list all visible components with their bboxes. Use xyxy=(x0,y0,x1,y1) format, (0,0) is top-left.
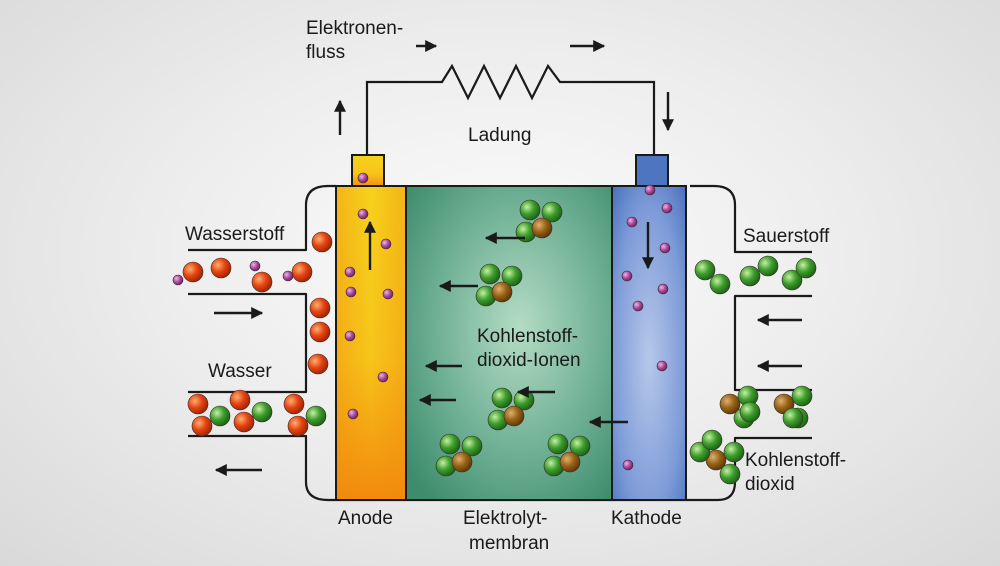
electron xyxy=(632,300,644,312)
hydrogen-atom xyxy=(191,415,213,437)
electron xyxy=(622,459,634,471)
oxygen-atom xyxy=(782,407,804,429)
electron xyxy=(344,330,356,342)
label-hydrogen: Wasserstoff xyxy=(185,224,285,245)
electron xyxy=(344,266,356,278)
oxygen-atom xyxy=(723,441,745,463)
electron xyxy=(249,260,261,272)
hydrogen-atom xyxy=(210,257,232,279)
electron xyxy=(345,286,357,298)
hydrogen-atom xyxy=(311,231,333,253)
hydrogen-atom xyxy=(291,261,313,283)
carbon-atom xyxy=(491,281,513,303)
electron xyxy=(626,216,638,228)
oxygen-atom xyxy=(709,273,731,295)
label-oxygen: Sauerstoff xyxy=(743,226,830,247)
carbon-atom xyxy=(503,405,525,427)
label-cathode: Kathode xyxy=(611,508,682,529)
electron xyxy=(657,283,669,295)
electron xyxy=(656,360,668,372)
oxygen-atom xyxy=(547,433,569,455)
oxygen-atom xyxy=(209,405,231,427)
oxygen-atom xyxy=(501,265,523,287)
electron xyxy=(382,288,394,300)
electron xyxy=(347,408,359,420)
label-electron-flow-2: fluss xyxy=(306,42,345,63)
carbon-atom xyxy=(451,451,473,473)
label-load: Ladung xyxy=(468,125,531,146)
electron xyxy=(282,270,294,282)
oxygen-atom xyxy=(569,435,591,457)
label-co2-2: dioxid xyxy=(745,474,795,495)
electron xyxy=(661,202,673,214)
carbon-atom xyxy=(559,451,581,473)
oxygen-atom xyxy=(541,201,563,223)
arrows xyxy=(214,40,802,476)
oxygen-atom xyxy=(701,429,723,451)
electron xyxy=(659,242,671,254)
hydrogen-atom xyxy=(283,393,305,415)
oxygen-atom xyxy=(791,385,813,407)
oxygen-atom xyxy=(461,435,483,457)
hydrogen-atom xyxy=(307,353,329,375)
hydrogen-atom xyxy=(309,297,331,319)
oxygen-atom xyxy=(719,463,741,485)
electron xyxy=(644,184,656,196)
label-carbonate-ions-2: dioxid-Ionen xyxy=(477,350,581,371)
oxygen-atom xyxy=(479,263,501,285)
hydrogen-atom xyxy=(251,271,273,293)
oxygen-atom xyxy=(757,255,779,277)
oxygen-atom xyxy=(781,269,803,291)
electron xyxy=(172,274,184,286)
oxygen-atom xyxy=(305,405,327,427)
electron xyxy=(380,238,392,250)
electron xyxy=(357,172,369,184)
carbon-atom xyxy=(719,393,741,415)
hydrogen-atom xyxy=(229,389,251,411)
oxygen-atom xyxy=(519,199,541,221)
hydrogen-atom xyxy=(187,393,209,415)
oxygen-atom xyxy=(795,257,817,279)
label-co2: Kohlenstoff- xyxy=(745,450,846,471)
oxygen-atom xyxy=(251,401,273,423)
oxygen-atom xyxy=(491,387,513,409)
circuit-wire xyxy=(365,63,656,155)
label-membrane-2: membran xyxy=(469,533,549,554)
label-membrane: Elektrolyt- xyxy=(463,508,547,529)
oxygen-atom xyxy=(439,433,461,455)
electron xyxy=(621,270,633,282)
label-anode: Anode xyxy=(338,508,393,529)
oxygen-atom xyxy=(694,259,716,281)
hydrogen-atom xyxy=(287,415,309,437)
label-water: Wasser xyxy=(208,361,272,382)
electron xyxy=(357,208,369,220)
label-electron-flow: Elektronen- xyxy=(306,18,403,39)
hydrogen-atom xyxy=(233,411,255,433)
oxygen-atom xyxy=(739,265,761,287)
carbon-atom xyxy=(531,217,553,239)
particles xyxy=(172,172,817,485)
cathode-terminal xyxy=(635,154,669,189)
hydrogen-atom xyxy=(309,321,331,343)
electron xyxy=(377,371,389,383)
hydrogen-atom xyxy=(182,261,204,283)
anode-terminal xyxy=(351,154,385,189)
label-carbonate-ions: Kohlenstoff- xyxy=(477,326,578,347)
oxygen-atom xyxy=(739,401,761,423)
